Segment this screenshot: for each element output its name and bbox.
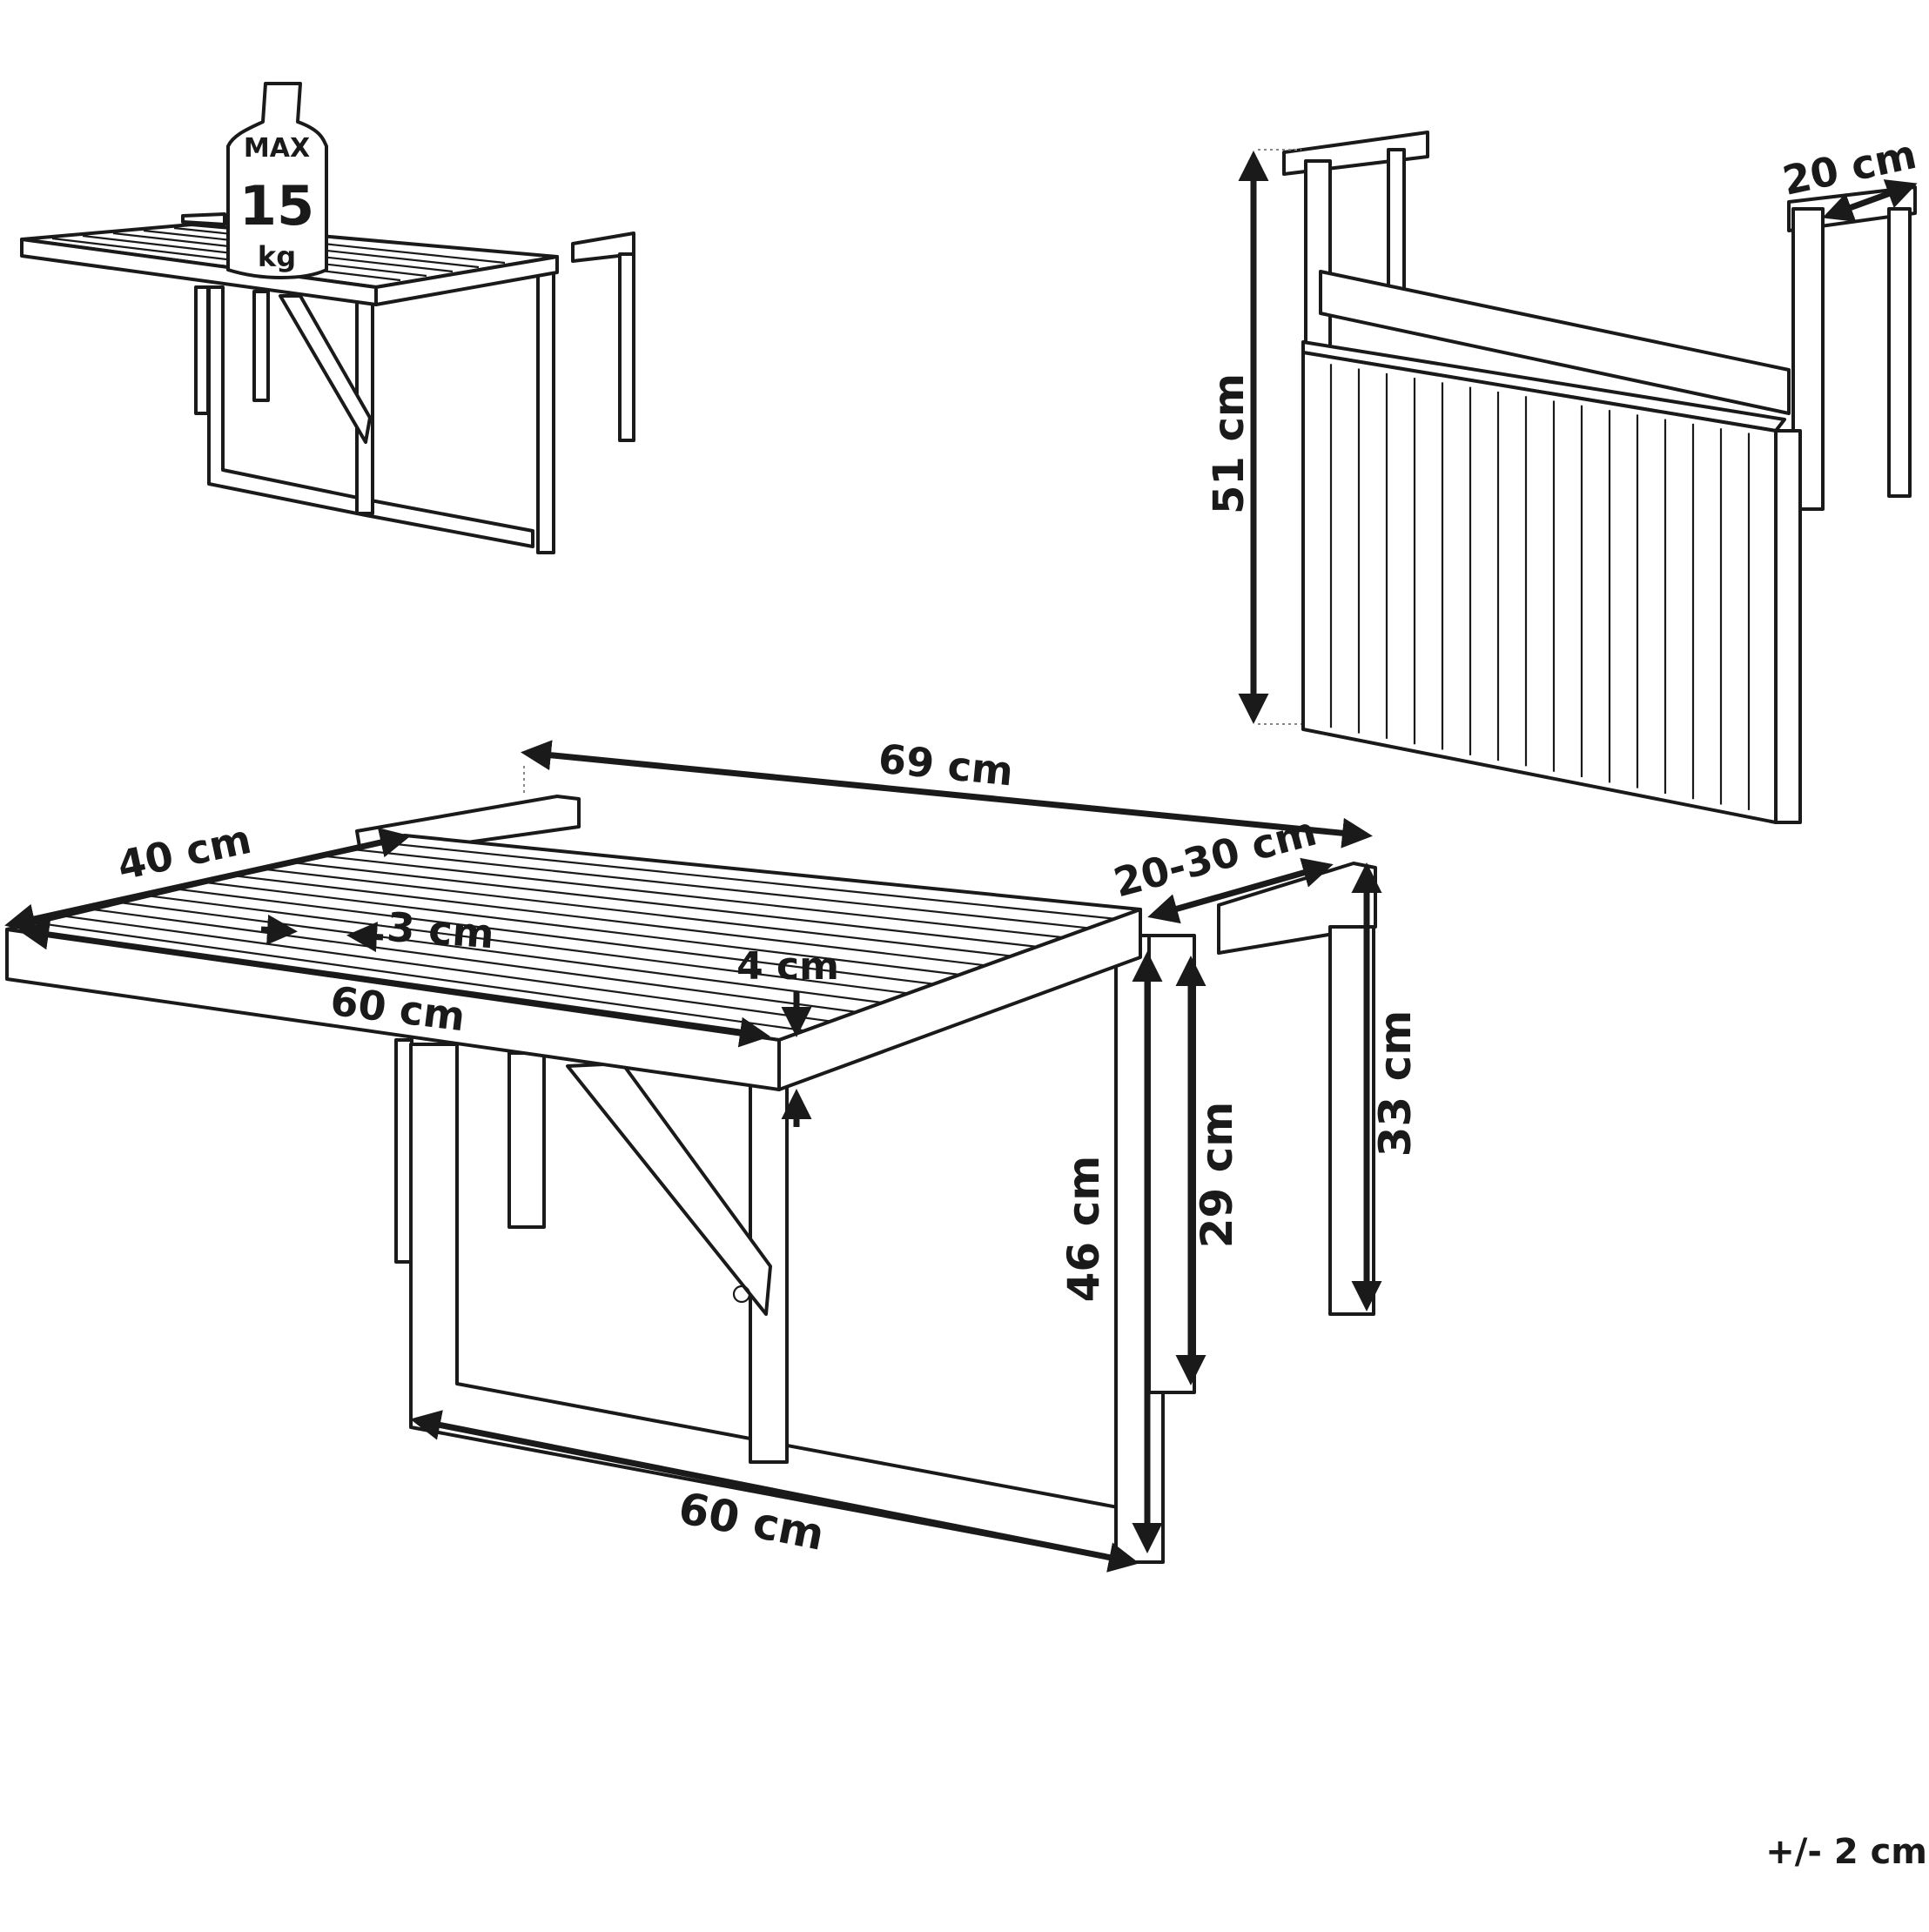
weight-max-label: MAX (244, 133, 310, 164)
frame-height-label: 46 cm (1059, 1156, 1109, 1303)
open-table-illustration: 69 cm 40 cm 3 cm 60 cm 4 cm 20-30 cm 46 … (4, 735, 1421, 1573)
hanging-table-slats (1329, 364, 1751, 810)
hanging-table-illustration: 51 cm 20 cm (1205, 131, 1920, 824)
weight-value: 15 (239, 174, 314, 238)
weight-bottle: MAX 15 kg (226, 82, 328, 279)
hanging-height-label: 51 cm (1205, 373, 1254, 514)
small-table-illustration: MAX 15 kg (20, 82, 635, 554)
tolerance-note: +/- 2 cm (1765, 1832, 1927, 1872)
slat-gap-label: 3 cm (386, 903, 496, 957)
hook-height-label: 33 cm (1370, 1010, 1421, 1157)
weight-unit: kg (258, 240, 296, 273)
length-label: 69 cm (877, 735, 1016, 795)
top-thickness-label: 4 cm (736, 944, 839, 989)
slot-height-label: 29 cm (1192, 1102, 1242, 1249)
